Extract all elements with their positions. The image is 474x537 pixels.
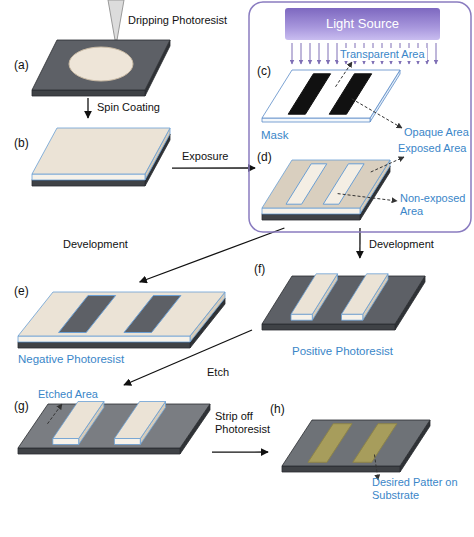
exposure-region <box>249 2 471 232</box>
leader-line <box>47 404 62 424</box>
step-letter: (a) <box>14 58 29 72</box>
pattern-line <box>308 424 352 463</box>
resist-line-front <box>342 314 363 320</box>
process-arrow <box>212 451 268 453</box>
leader-line <box>371 157 404 172</box>
light-source-box: Light Source <box>285 8 440 40</box>
substrate-top <box>32 40 170 90</box>
resist-line-top <box>342 274 389 314</box>
photoresist-layer-front <box>18 336 190 342</box>
non-exposed-area <box>323 164 364 204</box>
resist-line-top <box>291 274 338 314</box>
substrate-front <box>282 466 400 472</box>
mask-plate-front <box>262 118 370 122</box>
annotation-label: Etched Area <box>38 388 98 401</box>
photoresist-layer-top <box>262 160 390 208</box>
opaque-area <box>288 74 330 114</box>
substrate-top <box>262 276 425 324</box>
dropper <box>108 0 124 40</box>
annotation-label: Desired Patter on Substrate <box>372 476 464 502</box>
process-step-panel: (a) <box>12 32 172 98</box>
non-exposed-area <box>286 164 327 204</box>
photoresist-drop <box>69 47 133 81</box>
step-action-label: Etch <box>206 366 230 379</box>
photoresist-layer-top <box>32 128 170 174</box>
process-arrow <box>140 228 285 282</box>
substrate-top <box>18 404 210 448</box>
light-ray <box>319 43 320 64</box>
box-label: Light Source <box>326 17 399 31</box>
resist-line-front <box>114 439 140 445</box>
leader-line <box>338 194 397 201</box>
step-letter: (b) <box>14 136 29 150</box>
step-caption: Mask <box>261 128 288 142</box>
light-ray <box>328 43 329 64</box>
light-ray <box>427 43 428 64</box>
process-step-panel: (c) Mask <box>255 62 395 142</box>
annotation-label: Exposed Area <box>398 142 467 155</box>
process-step-panel: (f) Positive Photoresist <box>252 258 462 358</box>
annotation-label: Opaque Area <box>404 126 469 139</box>
process-step-panel: (b) <box>12 118 172 184</box>
light-ray <box>292 43 293 64</box>
substrate-front <box>32 90 145 96</box>
substrate-front <box>262 324 395 330</box>
step-caption: Negative Photoresist <box>18 352 124 366</box>
substrate-top <box>282 420 430 466</box>
step-action-label: Development <box>62 238 129 251</box>
process-arrow <box>87 98 88 118</box>
mask-plate-top <box>262 70 400 118</box>
step-action-label: Exposure <box>181 150 229 163</box>
resist-line-top <box>53 402 104 439</box>
annotation-label: Dripping Photoresist <box>128 14 227 27</box>
process-arrow <box>172 167 255 168</box>
step-caption: Positive Photoresist <box>292 344 393 358</box>
process-step-panel: (e) Negative Photoresist <box>12 282 240 366</box>
developed-groove <box>124 296 181 333</box>
step-letter: (f) <box>254 262 265 276</box>
light-ray <box>301 43 302 64</box>
step-letter: (h) <box>270 402 285 416</box>
step-action-label: Spin Coating <box>96 101 161 114</box>
step-letter: (d) <box>257 150 272 164</box>
light-ray <box>310 43 311 64</box>
process-step-panel: (d) <box>255 148 395 228</box>
resist-line-top <box>114 402 165 439</box>
step-letter: (g) <box>14 399 29 413</box>
annotation-label: Transparent Area <box>338 48 427 61</box>
substrate-front <box>32 180 145 186</box>
photoresist-layer-top <box>18 292 225 336</box>
substrate-front <box>18 448 180 454</box>
step-letter: (e) <box>14 284 29 298</box>
step-action-label: Development <box>368 238 435 251</box>
leader-line <box>352 99 402 128</box>
developed-groove <box>59 296 116 333</box>
photoresist-layer-front <box>262 208 360 214</box>
step-letter: (c) <box>257 64 271 78</box>
leader-line <box>336 62 353 87</box>
resist-line-front <box>291 314 312 320</box>
photoresist-layer-front <box>32 174 145 180</box>
substrate-front <box>262 214 360 220</box>
annotation-label: Non-exposed Area <box>400 192 466 218</box>
process-step-panel: (h) <box>268 400 463 510</box>
resist-line-front <box>53 439 79 445</box>
light-ray <box>436 43 437 64</box>
step-action-label: Strip off Photoresist <box>214 410 270 436</box>
opaque-area <box>329 74 372 114</box>
substrate-front <box>18 342 190 348</box>
